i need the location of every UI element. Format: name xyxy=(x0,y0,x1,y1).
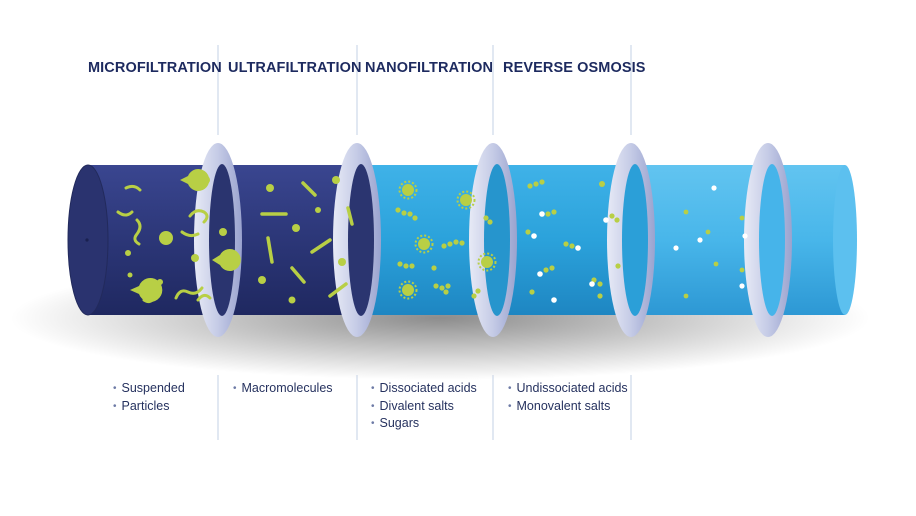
worm-particle-icon xyxy=(188,209,209,224)
starburst-particle-icon xyxy=(414,234,434,254)
rod-particle-icon xyxy=(328,282,348,298)
starburst-particle-icon xyxy=(456,190,476,210)
rod-particle-icon xyxy=(310,238,332,254)
list-item: Monovalent salts xyxy=(508,398,628,416)
ion-dot-icon xyxy=(742,233,748,239)
list-item: Suspended xyxy=(113,380,185,398)
rod-particle-icon xyxy=(290,266,306,284)
worm-particle-icon xyxy=(142,296,156,304)
rod-particle-icon xyxy=(346,206,354,226)
dot-chain-particle-icon xyxy=(395,207,418,221)
ion-dot-icon xyxy=(739,283,745,289)
dot-chain-particle-icon xyxy=(441,239,465,249)
list-item: Undissociated acids xyxy=(508,380,628,398)
feed-particles xyxy=(116,168,241,304)
dot-chain-particle-icon xyxy=(397,261,415,269)
ultrafiltration-particles xyxy=(258,176,354,304)
ion-dot-icon xyxy=(531,233,537,239)
reverse-osmosis-particles xyxy=(525,179,621,303)
list-item: Dissociated acids xyxy=(371,380,477,398)
list-item: Divalent salts xyxy=(371,398,477,416)
rod-particle-icon xyxy=(266,236,274,264)
retained-list-nanofiltration: Dissociated acids Divalent salts Sugars xyxy=(371,380,477,433)
permeate-particles xyxy=(673,185,748,299)
stage-title-ultrafiltration: ULTRAFILTRATION xyxy=(228,60,362,76)
ion-dot-icon xyxy=(551,297,557,303)
nanofiltration-particles xyxy=(395,180,497,300)
stage-title-nanofiltration: NANOFILTRATION xyxy=(365,60,494,76)
pac-man-particle-icon xyxy=(180,168,210,191)
retained-list-ultrafiltration: Macromolecules xyxy=(233,380,333,398)
worm-particle-icon xyxy=(196,293,212,302)
membrane-rings xyxy=(194,143,792,337)
list-item: Macromolecules xyxy=(233,380,333,398)
worm-particle-icon xyxy=(180,230,200,238)
pac-man-particle-icon xyxy=(130,278,163,303)
ion-dot-icon xyxy=(539,211,545,217)
membrane-ring-2 xyxy=(333,143,381,337)
pac-man-particle-icon xyxy=(212,249,241,271)
list-item: Particles xyxy=(113,398,185,416)
starburst-particle-icon xyxy=(398,280,418,300)
starburst-particle-icon xyxy=(398,180,418,200)
membrane-ring-3 xyxy=(469,143,517,337)
retained-list-reverse-osmosis: Undissociated acids Monovalent salts xyxy=(508,380,628,415)
starburst-particle-icon xyxy=(477,252,497,272)
worm-particle-icon xyxy=(116,210,134,217)
ion-dot-icon xyxy=(537,271,543,277)
dot-chain-particle-icon xyxy=(483,215,493,225)
list-item: Sugars xyxy=(371,415,477,433)
ion-dot-icon xyxy=(575,245,581,251)
membrane-ring-5 xyxy=(744,143,792,337)
dot-chain-particle-icon xyxy=(433,283,451,295)
ion-dot-icon xyxy=(589,281,595,287)
worm-particle-icon xyxy=(124,184,142,192)
ion-dot-icon xyxy=(711,185,717,191)
stage-title-reverse-osmosis: REVERSE OSMOSIS xyxy=(503,60,646,76)
membrane-ring-1 xyxy=(194,143,242,337)
ion-dot-icon xyxy=(697,237,703,243)
membrane-ring-4 xyxy=(607,143,655,337)
retained-list-microfiltration: Suspended Particles xyxy=(113,380,185,415)
stage-divider-lines xyxy=(217,45,632,440)
worm-particle-icon xyxy=(174,286,204,300)
rod-particle-icon xyxy=(301,181,317,197)
stage-title-microfiltration: MICROFILTRATION xyxy=(88,60,222,76)
worm-particle-icon xyxy=(133,218,142,246)
ion-dot-icon xyxy=(673,245,679,251)
ion-dot-icon xyxy=(603,217,609,223)
